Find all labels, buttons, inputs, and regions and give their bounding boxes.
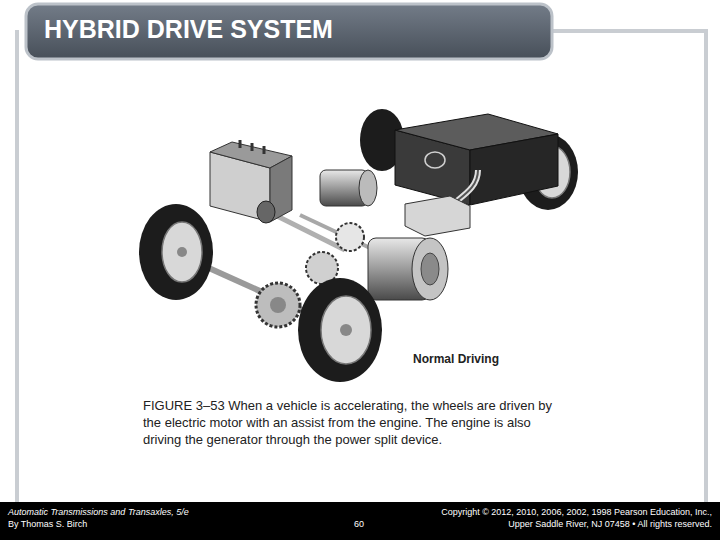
engine-plug <box>239 140 242 148</box>
electric-motor <box>421 253 439 285</box>
figure-caption: FIGURE 3–53 When a vehicle is accelerati… <box>143 397 571 448</box>
title-banner <box>26 4 552 59</box>
logo-symbol <box>425 152 445 168</box>
view-label: Normal Driving <box>413 352 499 366</box>
electric-motor <box>412 238 448 300</box>
gear-hub <box>270 297 286 313</box>
wheel-rim <box>162 222 202 282</box>
engine-plug <box>263 146 266 154</box>
ring-gear <box>256 283 300 327</box>
engine-flywheel <box>257 201 275 223</box>
gear <box>336 223 364 251</box>
page-number: 60 <box>354 519 364 529</box>
footer-copyright: Upper Saddle River, NJ 07458 • All right… <box>508 519 712 529</box>
wheel-rim <box>321 296 371 364</box>
generator <box>359 170 377 206</box>
battery-pack <box>470 134 558 205</box>
tire <box>298 278 382 382</box>
inverter <box>405 196 470 236</box>
footer-copyright: Copyright © 2012, 2010, 2006, 2002, 1998… <box>441 507 712 517</box>
wheel-hub <box>177 247 187 257</box>
footer-bar <box>0 502 720 540</box>
footer-book: Automatic Transmissions and Transaxles, … <box>8 507 189 517</box>
footer-author: By Thomas S. Birch <box>8 519 87 529</box>
engine-plug <box>251 143 254 151</box>
tire <box>139 204 213 300</box>
frame-line <box>15 30 19 502</box>
wheel-hub <box>340 324 352 336</box>
frame-line <box>548 31 706 502</box>
slide-title: HYBRID DRIVE SYSTEM <box>44 15 333 44</box>
